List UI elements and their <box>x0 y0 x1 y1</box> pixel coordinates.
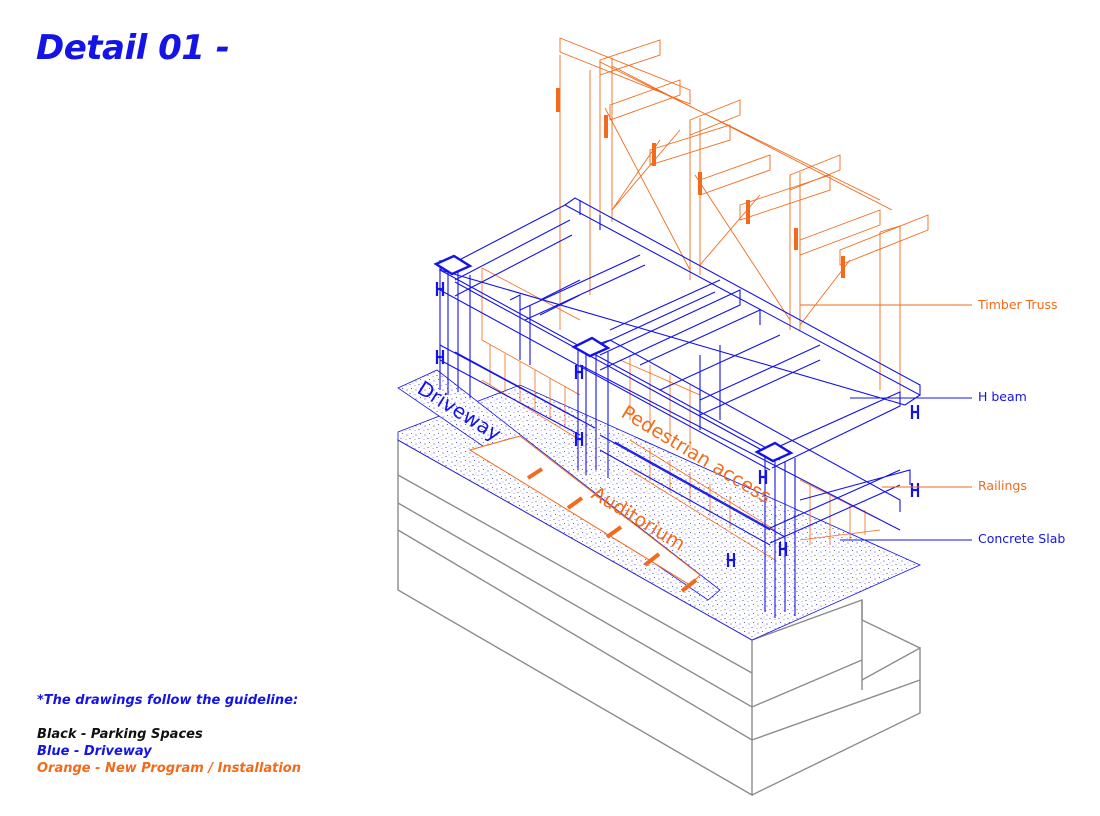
h-beam-caps <box>433 254 794 463</box>
railings <box>481 267 881 561</box>
color-legend: *The drawings follow the guideline: Blac… <box>37 692 301 777</box>
h-beam-frame <box>438 197 922 618</box>
legend-blue-item: Blue - Driveway <box>37 744 152 759</box>
legend-orange-item: Orange - New Program / Installation <box>37 761 301 776</box>
callout-timber-truss: Timber Truss <box>978 297 1058 312</box>
h-beam-section-marks <box>435 282 920 567</box>
callout-h-beam: H beam <box>978 389 1027 404</box>
callout-concrete-slab: Concrete Slab <box>978 531 1066 546</box>
callout-railings: Railings <box>978 478 1027 493</box>
legend-black-item: Black - Parking Spaces <box>37 727 203 742</box>
legend-heading: *The drawings follow the guideline: <box>37 693 299 708</box>
page-title: Detail 01 - <box>36 28 230 68</box>
timber-truss <box>559 37 929 400</box>
auditorium-ramp <box>468 435 701 593</box>
callout-leaders <box>800 304 972 541</box>
timber-truss-brackets <box>556 88 845 278</box>
